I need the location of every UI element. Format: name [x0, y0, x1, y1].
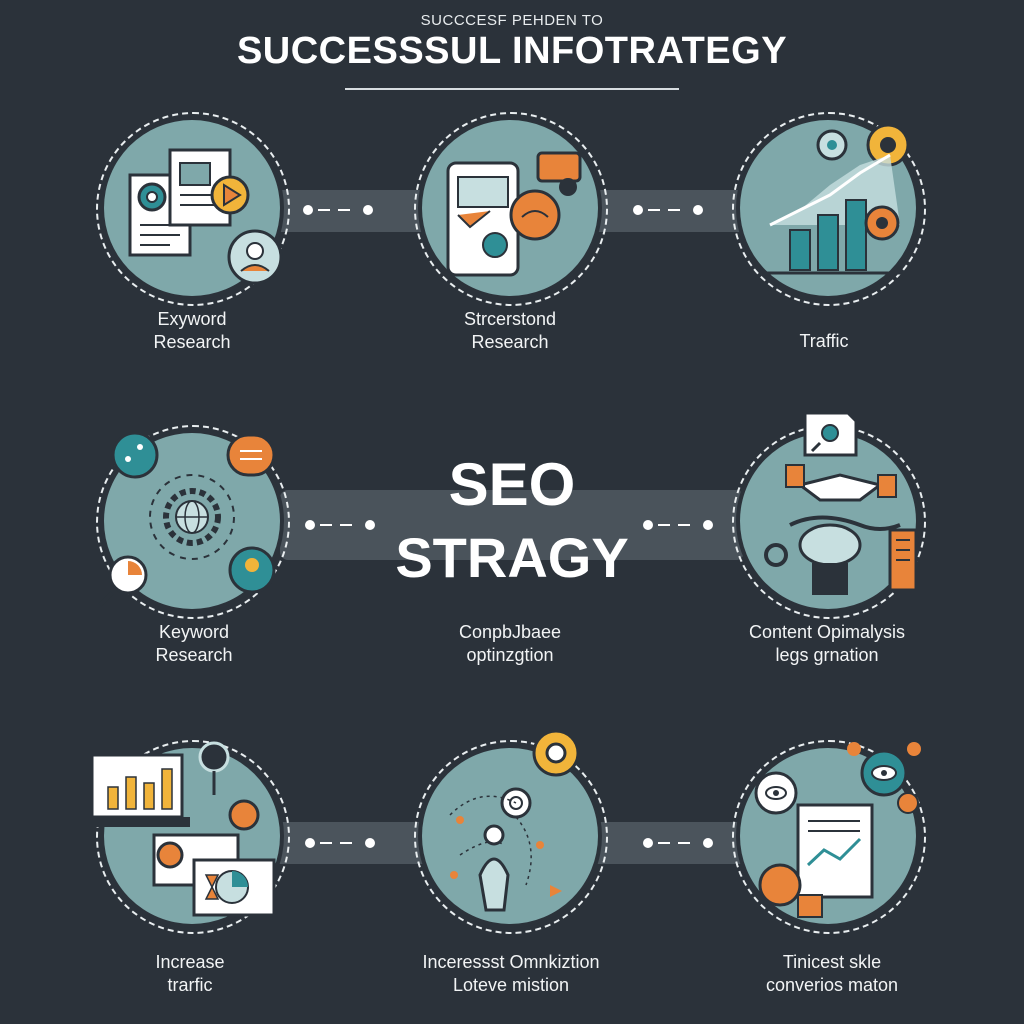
node-ring-7: [96, 740, 290, 934]
globe-gear-icon: [98, 431, 276, 607]
title-underline: [345, 88, 679, 90]
connector-dots-3a: [305, 838, 375, 848]
document-gear-icon: [128, 148, 283, 285]
center-title-line-1: SEO: [448, 451, 576, 518]
node-ring-8: [414, 740, 608, 934]
connector-dots-3b: [643, 838, 713, 848]
node-ring-1: [96, 112, 290, 306]
node-ring-9: [732, 740, 926, 934]
handshake-tools-icon: [764, 411, 918, 595]
node-circle-8: [422, 748, 598, 924]
connector-dots-1a: [303, 205, 373, 215]
growth-chart-icon: [766, 123, 910, 275]
connector-dots-1b: [633, 205, 703, 215]
center-title-line-2: STRAGY: [395, 526, 629, 589]
node-label-3: Traffic: [799, 331, 849, 351]
mobile-chat-icon: [446, 151, 582, 277]
report-eye-icon: [754, 742, 921, 918]
connector-dots-2b: [643, 520, 713, 530]
connector-dots-2a: [305, 520, 375, 530]
node-ring-3: [732, 112, 926, 306]
network-person-icon: [449, 729, 580, 912]
node-ring-4: [96, 425, 290, 619]
page-title: SUCCESSSUL INFOTRATEGY: [236, 30, 788, 72]
header-subtitle: SUCCCESF PEHDEN TO: [420, 12, 604, 29]
laptop-analytics-icon: [84, 741, 276, 917]
node-ring-2: [414, 112, 608, 306]
